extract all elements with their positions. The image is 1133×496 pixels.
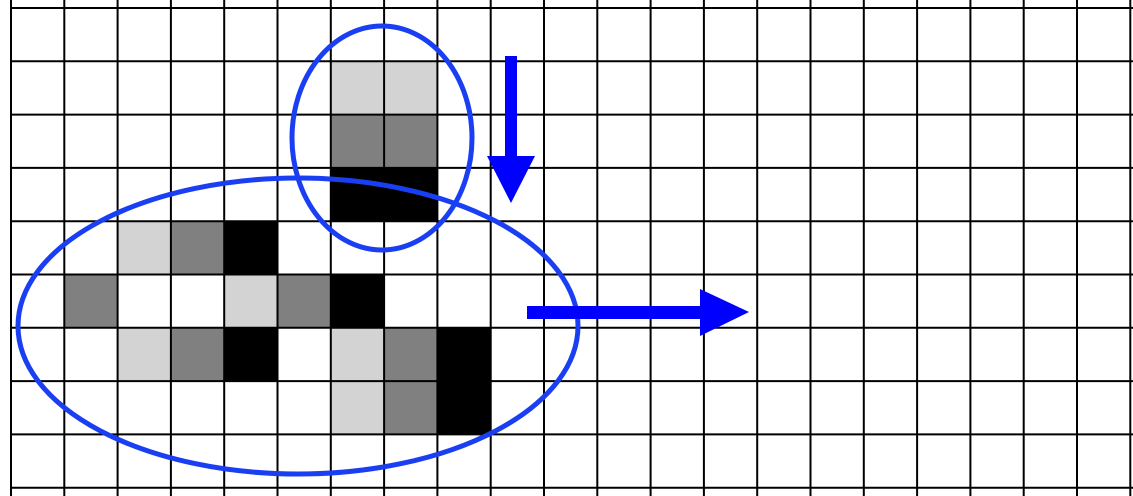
grid-cell-dark bbox=[330, 167, 385, 222]
grid-cell-light bbox=[330, 61, 385, 115]
grid-cell-mid bbox=[170, 327, 225, 382]
grid-cell-light bbox=[384, 61, 438, 115]
grid-cell-light bbox=[330, 381, 385, 435]
grid-cell-light bbox=[117, 327, 171, 382]
grid-lines bbox=[10, 0, 1133, 496]
annotations bbox=[15, 23, 749, 477]
grid-cell-light bbox=[117, 221, 171, 275]
grid-cell-mid bbox=[384, 114, 438, 168]
grid-cell-mid bbox=[330, 114, 385, 168]
down-arrow-shaft bbox=[505, 56, 517, 159]
grid-cell-mid bbox=[384, 381, 438, 435]
grid-cell-dark bbox=[224, 327, 278, 382]
down-arrow bbox=[487, 56, 535, 203]
grid-cell-dark bbox=[437, 381, 491, 435]
grid-cell-dark bbox=[437, 327, 491, 382]
grid-cell-mid bbox=[64, 274, 118, 328]
grid-cell-light bbox=[224, 274, 278, 328]
grid-cell-mid bbox=[170, 221, 225, 275]
right-arrow bbox=[527, 289, 749, 336]
grid-cell-mid bbox=[277, 274, 331, 328]
grid-cell-light bbox=[330, 327, 385, 382]
horizontal-group-ellipse bbox=[15, 175, 581, 477]
right-arrow-shaft bbox=[527, 306, 702, 319]
down-arrow-head bbox=[487, 156, 535, 203]
right-arrow-head bbox=[700, 289, 749, 336]
grid-cell-mid bbox=[384, 327, 438, 382]
shaded-cells bbox=[64, 61, 491, 435]
grid-cell-dark bbox=[224, 221, 278, 275]
grid-cell-dark bbox=[330, 274, 385, 328]
vertical-group-ellipse bbox=[289, 23, 475, 253]
